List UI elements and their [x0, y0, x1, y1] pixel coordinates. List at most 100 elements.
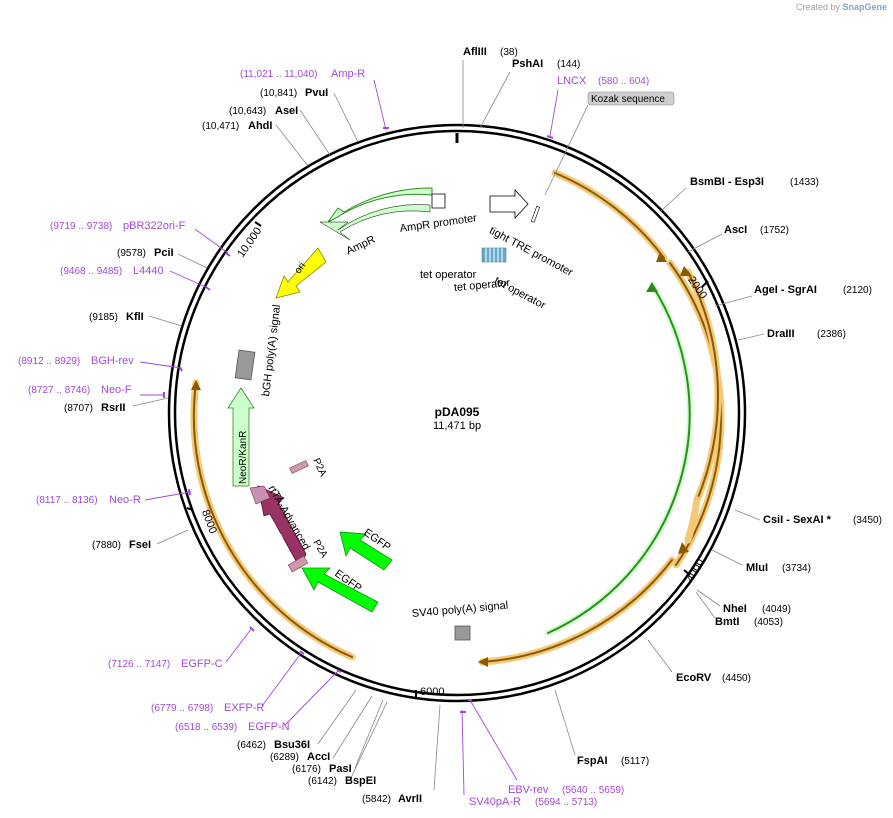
primer-connectors [139, 79, 559, 796]
svg-text:(9468 .. 9485): (9468 .. 9485) [60, 266, 122, 277]
primer-bgh-rev[interactable]: BGH-rev [91, 355, 134, 367]
ori-arrow[interactable] [275, 247, 327, 299]
svg-text:(9578): (9578) [117, 248, 146, 259]
svg-text:(4450): (4450) [722, 673, 751, 684]
tre-promoter-arrow[interactable] [489, 188, 529, 220]
bgh-label: bGH poly(A) signal [260, 304, 283, 397]
svg-text:(8117 .. 8136): (8117 .. 8136) [36, 495, 98, 506]
ampr-promoter-arrow[interactable] [431, 193, 446, 209]
p2a-label-1: P2A [310, 457, 328, 479]
site-bmti[interactable]: BmtI [715, 616, 739, 628]
site-asei[interactable]: AseI [275, 105, 298, 117]
primer-amp-r[interactable]: Amp-R [331, 68, 365, 80]
neor-label: NeoR/KanR [238, 431, 249, 484]
arc-arrowhead [191, 380, 201, 390]
site-bspei[interactable]: BspEI [345, 775, 376, 787]
svg-text:(6462): (6462) [237, 740, 266, 751]
svg-text:(9719 .. 9738): (9719 .. 9738) [50, 221, 112, 232]
site-pshAI[interactable]: PshAI [512, 58, 543, 70]
kozak-box[interactable] [587, 91, 675, 106]
primer-marks [163, 127, 554, 713]
site-agei[interactable]: AgeI - SgrAI [754, 284, 817, 296]
tre-small-box[interactable] [530, 205, 541, 223]
site-pvui[interactable]: PvuI [305, 87, 328, 99]
svg-text:(6518 .. 6539): (6518 .. 6539) [175, 722, 237, 733]
sv40-label: SV40 poly(A) signal [411, 600, 508, 620]
site-csii[interactable]: CsiI - SexAI * [763, 514, 832, 526]
tick-2000 [701, 280, 709, 288]
primer-l4440[interactable]: L4440 [133, 265, 164, 277]
svg-text:(1752): (1752) [760, 225, 789, 236]
svg-text:(8727 .. 8746): (8727 .. 8746) [28, 385, 90, 396]
primer-exfp-r[interactable]: EXFP-R [224, 702, 264, 714]
svg-text:(1433): (1433) [790, 177, 819, 188]
site-ahdi[interactable]: AhdI [248, 120, 272, 132]
tick-label-4000: 4000 [684, 557, 707, 584]
svg-text:(6142): (6142) [308, 776, 337, 787]
primer-neo-r[interactable]: Neo-R [109, 494, 141, 506]
svg-text:(2120): (2120) [843, 285, 872, 296]
p2a-box-2[interactable] [287, 555, 309, 573]
tick-label-10000: 10,000 [235, 225, 264, 259]
svg-text:(4053): (4053) [754, 617, 783, 628]
tick-4000 [683, 569, 691, 576]
site-pcii[interactable]: PciI [154, 247, 174, 259]
restriction-sites: AflIII (38) PshAI (144) BsmBI - Esp3I (1… [64, 46, 882, 805]
site-aflIII[interactable]: AflIII [463, 46, 487, 58]
p2a-box-1[interactable] [289, 460, 309, 474]
svg-text:(5842): (5842) [362, 794, 391, 805]
site-ecorv[interactable]: EcoRV [676, 672, 712, 684]
kozak-connector [544, 104, 589, 196]
inner-feature-arcs [190, 169, 725, 666]
svg-text:(5694 .. 5713): (5694 .. 5713) [535, 797, 597, 808]
svg-text:(144): (144) [557, 59, 580, 70]
ori-label: ori [293, 261, 308, 276]
svg-text:(6176): (6176) [292, 764, 321, 775]
svg-text:(3450): (3450) [853, 515, 882, 526]
egfp-arrow-2[interactable] [301, 567, 379, 613]
ampr-arrow[interactable] [327, 187, 433, 223]
tick-label-6000: 6000 [420, 686, 444, 698]
primer-neo-f[interactable]: Neo-F [101, 384, 132, 396]
svg-text:(8912 .. 8929): (8912 .. 8929) [18, 356, 80, 367]
ampr-body[interactable] [319, 204, 431, 241]
sv40-polya-box[interactable] [454, 625, 471, 641]
primer-lncx[interactable]: LNCX [557, 75, 587, 87]
svg-text:(5117): (5117) [621, 756, 649, 767]
primer-labels: (11,021 .. 11,040) Amp-R LNCX (580 .. 60… [18, 68, 649, 808]
svg-text:(7880): (7880) [92, 540, 121, 551]
svg-text:(5640 .. 5659): (5640 .. 5659) [562, 785, 624, 796]
arc-arrowhead [478, 657, 488, 667]
site-kfli[interactable]: KflI [126, 311, 144, 323]
site-bsmbi[interactable]: BsmBI - Esp3I [690, 176, 764, 188]
backbone-inner [173, 129, 741, 697]
site-asci[interactable]: AscI [724, 224, 747, 236]
site-draIII[interactable]: DraIII [767, 328, 795, 340]
site-avrII[interactable]: AvrII [398, 793, 422, 805]
arc-arrowhead [646, 282, 658, 292]
primer-sv40pa-r[interactable]: SV40pA-R [469, 796, 521, 808]
plasmid-name: pDA095 [435, 405, 480, 419]
tet-operator-stripes [485, 248, 503, 262]
primer-egfp-c[interactable]: EGFP-C [181, 658, 223, 670]
egfp-arrow-1[interactable] [339, 531, 393, 571]
svg-text:(10,471): (10,471) [202, 121, 239, 132]
kozak-label: Kozak sequence [591, 94, 665, 105]
site-nhei[interactable]: NheI [723, 603, 747, 615]
site-pasi[interactable]: PasI [329, 763, 352, 775]
site-rsrII[interactable]: RsrII [101, 402, 125, 414]
neor-arrow[interactable] [227, 387, 255, 487]
site-mlui[interactable]: MluI [746, 562, 768, 574]
primer-ebv-rev[interactable]: EBV-rev [508, 784, 549, 796]
primer-egfp-n[interactable]: EGFP-N [248, 721, 290, 733]
site-fsei[interactable]: FseI [129, 539, 151, 551]
rtta-arrow[interactable] [257, 485, 307, 569]
svg-text:(8707): (8707) [64, 403, 93, 414]
site-acci[interactable]: AccI [307, 751, 330, 763]
svg-text:(10,841): (10,841) [260, 88, 297, 99]
site-bsu36i[interactable]: Bsu36I [274, 739, 310, 751]
primer-pbr322ori-f[interactable]: pBR322ori-F [123, 220, 186, 232]
site-fspai[interactable]: FspAI [577, 755, 608, 767]
bgh-polya-box[interactable] [234, 349, 256, 381]
